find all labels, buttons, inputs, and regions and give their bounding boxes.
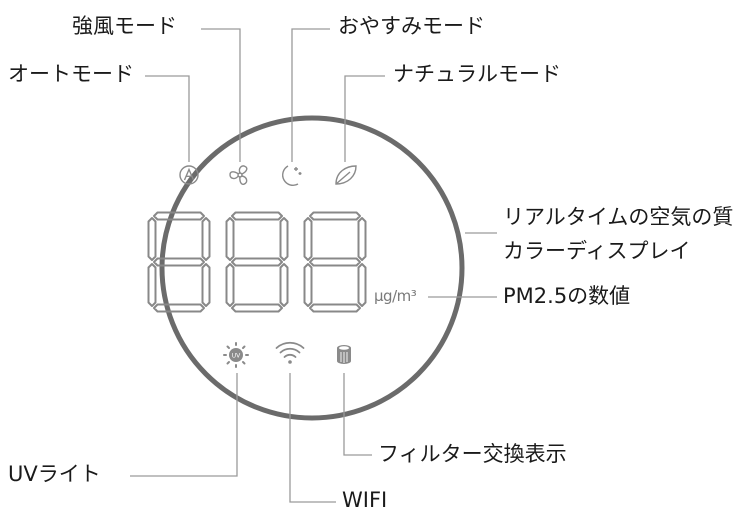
segment-d — [153, 303, 205, 313]
segment-d — [231, 303, 283, 313]
seven-segment-readout — [147, 211, 367, 313]
segment-g — [153, 257, 205, 267]
leader-lines — [130, 28, 497, 503]
segment-a — [231, 211, 283, 221]
leader-line-strong-mode — [201, 28, 241, 162]
segment-a — [153, 211, 205, 221]
label-uv-light: UVライト — [8, 462, 101, 486]
segment-e — [147, 263, 157, 307]
label-auto-mode: オートモード — [8, 62, 134, 86]
segment-f — [147, 217, 157, 261]
leader-line-filter — [343, 373, 372, 456]
segment-digit — [225, 211, 289, 313]
leader-line-natural-mode — [344, 75, 385, 162]
segment-d — [309, 303, 361, 313]
auto-mode-icon — [179, 165, 199, 185]
segment-b — [201, 217, 211, 261]
segment-f — [303, 217, 313, 261]
segment-g — [309, 257, 361, 267]
svg-text:UV: UV — [232, 353, 241, 360]
segment-c — [201, 263, 211, 307]
uv-sun-icon: UV — [223, 342, 249, 368]
segment-e — [225, 263, 235, 307]
leader-line-uv-light — [130, 373, 238, 477]
segment-c — [357, 263, 367, 307]
label-sleep-mode: おやすみモード — [338, 14, 485, 38]
label-strong-mode: 強風モード — [72, 14, 177, 38]
label-air-quality-line1: リアルタイムの空気の質 — [503, 205, 734, 229]
moon-stars-icon — [282, 165, 302, 186]
label-air-quality-line2: カラーディスプレイ — [503, 239, 691, 263]
filter-cylinder-icon — [337, 345, 351, 364]
segment-b — [357, 217, 367, 261]
leader-line-sleep-mode — [291, 28, 330, 162]
label-wifi: WIFI — [342, 488, 388, 512]
leader-line-auto-mode — [145, 75, 190, 162]
segment-digit — [147, 211, 211, 313]
wifi-icon — [275, 341, 305, 364]
segment-c — [279, 263, 289, 307]
label-filter-change: フィルター交換表示 — [378, 442, 567, 466]
segment-b — [279, 217, 289, 261]
label-pm25: PM2.5の数値 — [503, 284, 631, 308]
display-ring — [159, 115, 465, 421]
fan-icon — [229, 165, 248, 185]
label-natural-mode: ナチュラルモード — [393, 62, 561, 86]
leader-line-wifi — [289, 373, 336, 503]
segment-g — [231, 257, 283, 267]
segment-f — [225, 217, 235, 261]
unit-label: μg/m³ — [374, 287, 417, 305]
segment-digit — [303, 211, 367, 313]
segment-a — [309, 211, 361, 221]
leaf-icon — [335, 165, 357, 185]
segment-e — [303, 263, 313, 307]
